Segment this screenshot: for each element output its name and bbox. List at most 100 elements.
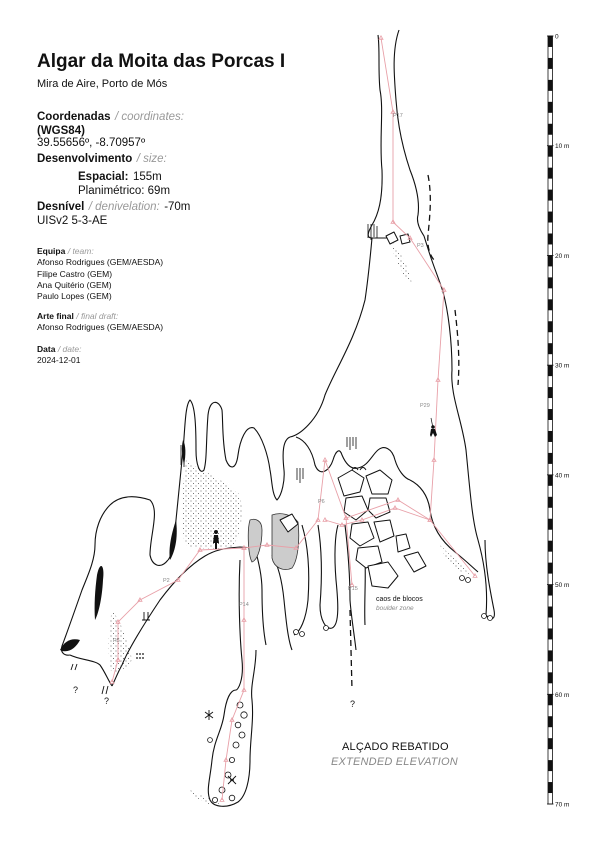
boulder	[403, 551, 427, 573]
scale-segment	[548, 430, 553, 442]
scale-segment	[548, 167, 553, 179]
scale-segment	[548, 211, 553, 223]
survey-polyline-main	[111, 37, 445, 683]
pitch-label: P2	[163, 578, 170, 584]
spatial-value: 155m	[132, 171, 162, 183]
entrance-shaft-left-wall	[367, 34, 392, 239]
scale-tick-label: 70 m	[555, 802, 569, 809]
survey-line	[111, 37, 476, 801]
survey-station	[390, 218, 396, 224]
scale-segment	[548, 387, 553, 399]
scale-segment	[548, 474, 553, 486]
pitch-label: P6	[318, 499, 325, 505]
scale-segment	[548, 123, 553, 135]
central-gallery-roof	[295, 436, 411, 481]
team-block: Equipa / team: Afonso Rodrigues (GEM/AES…	[37, 246, 163, 302]
dashed-wall-middle	[454, 309, 460, 386]
lower-shaft	[207, 559, 257, 807]
survey-station	[435, 376, 441, 382]
scale-segment	[548, 145, 553, 157]
survey-polyline-p15	[345, 517, 353, 586]
scale-segment	[548, 321, 553, 333]
survey-polyline-east	[324, 507, 476, 577]
question-mark: ?	[73, 685, 78, 695]
survey-station	[322, 456, 328, 462]
boulder	[367, 561, 399, 589]
caver-standing-icon	[213, 530, 219, 549]
drip-icon	[70, 663, 78, 671]
scale-segment	[548, 694, 553, 706]
survey-station	[264, 541, 270, 547]
pillar-right	[317, 524, 339, 629]
scale-segment	[548, 584, 553, 596]
scale-tick-label: 60 m	[555, 692, 569, 699]
location: Mira de Aire, Porto de Mós	[37, 78, 168, 90]
dashed-wall-upper	[427, 174, 435, 261]
cave-walls	[60, 29, 495, 807]
survey-station	[315, 516, 321, 522]
rain-icon	[101, 685, 109, 695]
tools-icon	[227, 775, 237, 785]
scale-tick-label: 20 m	[555, 253, 569, 260]
flowstone-icon	[142, 612, 150, 621]
scale-segment	[548, 299, 553, 311]
boulder	[365, 469, 393, 495]
depth-label-en: / denivelation:	[88, 201, 160, 213]
coordinates-value: 39.55656º, -8.70957º	[37, 137, 146, 149]
west-gallery-roof	[60, 496, 169, 656]
scale-segment	[548, 562, 553, 574]
scale-segment	[548, 672, 553, 684]
survey-station	[137, 596, 143, 602]
pitch-label: P3	[417, 243, 424, 249]
east-passage-roof	[409, 479, 479, 573]
date-label-en: / date:	[57, 344, 82, 354]
boulder	[373, 519, 395, 543]
survey-station	[472, 572, 478, 578]
team-member: Ana Quitério (GEM)	[37, 279, 112, 290]
survey-station	[109, 678, 115, 684]
scale-segment	[548, 409, 553, 420]
boulder	[367, 497, 391, 519]
survey-station	[241, 544, 247, 550]
dashed-wall-p15	[349, 609, 353, 691]
pitch-label: P17	[393, 113, 403, 119]
entrance-shaft-right-wall	[393, 29, 444, 293]
sediment-fill	[60, 240, 470, 806]
survey-station	[427, 516, 433, 522]
scale-segment	[548, 365, 553, 377]
draft-block: Arte final / final draft: Afonso Rodrigu…	[37, 311, 163, 334]
bat-icon	[351, 467, 367, 471]
size-label-en: / size:	[136, 153, 167, 165]
scale-segment	[548, 738, 553, 750]
p15-shaft-right	[364, 559, 366, 626]
scale-segment	[548, 36, 553, 47]
team-label: Equipa	[37, 246, 66, 256]
uis-grade: UISv2 5-3-AE	[37, 215, 108, 227]
survey-station	[349, 581, 355, 587]
scale-segment	[548, 760, 553, 772]
scale-segment	[548, 518, 553, 530]
scale-segment	[548, 343, 553, 355]
survey-station	[441, 286, 447, 292]
scale-tick-label: 0	[555, 34, 559, 41]
scale-tick-label: 50 m	[555, 582, 569, 589]
boulder	[385, 231, 399, 245]
upper-gallery-roof	[167, 399, 291, 561]
scale-segment	[548, 233, 553, 245]
datum: (WGS84)	[37, 125, 85, 137]
question-mark: ?	[350, 699, 355, 709]
p15-shaft-left	[344, 524, 357, 651]
survey-station	[223, 756, 229, 762]
team-member: Filipe Castro (GEM)	[37, 268, 113, 279]
date-label: Data	[37, 344, 56, 354]
scale-segment	[548, 277, 553, 289]
scale-segment	[548, 496, 553, 508]
survey-station	[392, 504, 398, 510]
date-block: Data / date: 2024-12-01	[37, 344, 81, 367]
survey-station	[241, 686, 247, 692]
survey-stations	[109, 34, 478, 802]
draft-author: Afonso Rodrigues (GEM/AESDA)	[37, 322, 164, 333]
pitch-labels: P17 P3 P29 P6 P15 P14 P2 P5	[113, 113, 430, 644]
pitch-label: P15	[348, 586, 358, 592]
